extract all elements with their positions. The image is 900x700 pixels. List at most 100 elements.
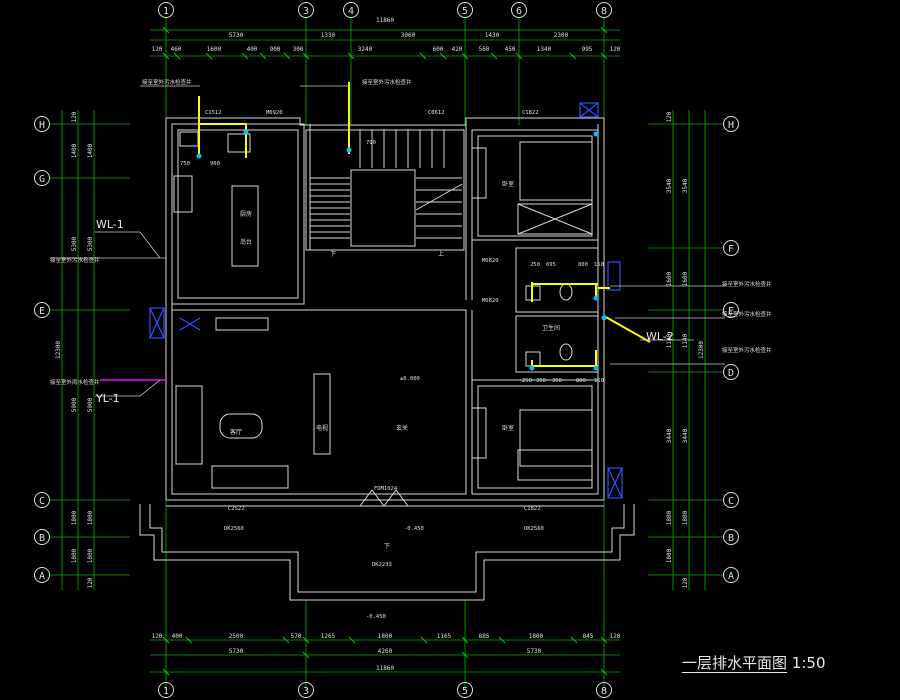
dim-text: 11860 5730 1330 3060 1430 2300 120 460 1… [152, 17, 621, 672]
dim-bot-r2-2: 2500 [229, 633, 244, 640]
dim-left-3: 5300 [71, 236, 78, 251]
walls [139, 117, 635, 601]
dim-bot-r2-9: 845 [583, 633, 594, 640]
dim-left-2: 1400 [87, 143, 94, 158]
bath-dim-9: 150 [594, 378, 604, 384]
dim-top-r1-4: 2300 [554, 32, 569, 39]
door-m0820b: M0820 [482, 298, 499, 304]
window-c2522: C2522 [228, 506, 245, 512]
dim-top-r2-8: 420 [452, 46, 463, 53]
axis-top-6: 6 [516, 6, 522, 17]
dim-right-10: 1800 [682, 510, 689, 525]
axis-right-B: B [728, 533, 734, 544]
dim-right-0: 120 [666, 111, 673, 122]
note-right-3: 接至室外污水检查井 [722, 346, 772, 354]
note-left-rain: 接至室外雨水检查井 [50, 378, 100, 386]
axis-left-A: A [39, 571, 45, 582]
axis-left-E: E [39, 306, 45, 317]
drawing-title: 一层排水平面图 1:50 [682, 652, 825, 673]
dim-bot-r2-0: 120 [152, 633, 163, 640]
dim-750: 750 [180, 161, 190, 167]
room-hall: 玄关 [396, 424, 408, 432]
dim-right-total: 12300 [698, 341, 705, 359]
dim-left-7: 1800 [71, 510, 78, 525]
axis-left-B: B [39, 533, 45, 544]
dk-front: DK2233 [372, 562, 392, 568]
note-right-2: 接至室外污水检查井 [722, 310, 772, 318]
axis-top-5: 5 [462, 6, 468, 17]
tv-label: 电视 [316, 424, 328, 432]
dim-bot-r1-0: 5730 [229, 648, 244, 655]
window-c1822b: C1822 [524, 506, 541, 512]
elevation-2: -0.450 [366, 614, 386, 620]
drawing-scale: 1:50 [791, 654, 826, 672]
axis-right-H: H [728, 120, 734, 131]
bath-dim-5: 250 [522, 378, 532, 384]
stair-up: 上 [438, 250, 444, 258]
axis-bottom-5: 5 [462, 686, 468, 697]
axis-right-A: A [728, 571, 734, 582]
dim-right-2: 3540 [682, 178, 689, 193]
pipe-nodes [196, 129, 607, 371]
bath-dim-1: 250 [530, 262, 540, 268]
axis-top-3: 3 [303, 6, 309, 17]
stair-down: 下 [330, 251, 336, 258]
dim-left-9: 1800 [71, 548, 78, 563]
dim-right-6: 1140 [682, 333, 689, 348]
island-label: 岛台 [240, 238, 252, 246]
axis-left-H: H [39, 120, 45, 131]
pipe-tags: WL-1 YL-1 WL-2 [95, 218, 674, 405]
window-c1512: C1512 [205, 110, 222, 116]
dim-bot-r1-2: 5730 [527, 648, 542, 655]
tag-yl1: YL-1 [95, 392, 120, 405]
dim-right-4: 1600 [682, 271, 689, 286]
dim-top-r1-2: 3060 [401, 32, 416, 39]
dim-bot-r2-5: 1800 [378, 633, 393, 640]
dim-left-0: 120 [71, 111, 78, 122]
dim-text-right: 12300 120 3540 3540 1600 1600 1140 1140 … [666, 111, 705, 588]
dim-top-r2-0: 120 [152, 46, 163, 53]
dim-top-r2-13: 120 [610, 46, 621, 53]
dim-top-r2-1: 460 [171, 46, 182, 53]
dim-top-r2-6: 3240 [358, 46, 373, 53]
room-bath: 卫生间 [542, 324, 560, 332]
dim-ticks [162, 26, 608, 676]
dim-top-r2-3: 400 [247, 46, 258, 53]
dk-left: DK2560 [224, 526, 244, 532]
dim-right-7: 3440 [666, 428, 673, 443]
dim-top-r2-9: 560 [479, 46, 490, 53]
room-bedroom-1: 卧室 [502, 180, 514, 188]
outdoor-units [149, 102, 623, 499]
dim-left-10: 1800 [87, 548, 94, 563]
tag-wl2: WL-2 [646, 330, 674, 343]
dim-left-1: 1400 [71, 143, 78, 158]
dim-top-r2-7: 600 [433, 46, 444, 53]
drawing-title-main: 一层排水平面图 [682, 654, 788, 673]
dim-900: 900 [210, 161, 220, 167]
dim-top-r1-0: 5730 [229, 32, 244, 39]
room-living: 客厅 [230, 428, 242, 436]
axis-left-G: G [39, 174, 45, 185]
bath-dim-3: 800 [578, 262, 588, 268]
axis-top-1: 1 [163, 6, 169, 17]
dim-bot-total: 11860 [376, 665, 394, 672]
dim-right-8: 3440 [682, 428, 689, 443]
axis-bottom-1: 1 [163, 686, 169, 697]
elevation-0: ±0.000 [400, 376, 420, 382]
dim-left-5: 5900 [71, 397, 78, 412]
dim-top-r1-1: 1330 [321, 32, 336, 39]
dim-top-r1-3: 1430 [485, 32, 500, 39]
annotations: 接至室外污水检查井 接至室外污水检查井 接至室外污水检查井 接至室外雨水检查井 … [50, 78, 772, 620]
axis-right-C: C [728, 496, 734, 507]
axis-bottom-8: 8 [601, 686, 607, 697]
axis-bubbles [34, 2, 739, 698]
dim-right-12: 120 [682, 577, 689, 588]
room-labels: 厨房 岛台 客厅 玄关 电视 卧室 卧室 卫生间 下 上 下 [230, 180, 560, 550]
leaders [50, 85, 725, 397]
drain-pipes [198, 82, 651, 368]
dim-top-r2-2: 1600 [207, 46, 222, 53]
dim-left-8: 1800 [87, 510, 94, 525]
note-top-left: 接至室外污水检查井 [142, 78, 192, 86]
